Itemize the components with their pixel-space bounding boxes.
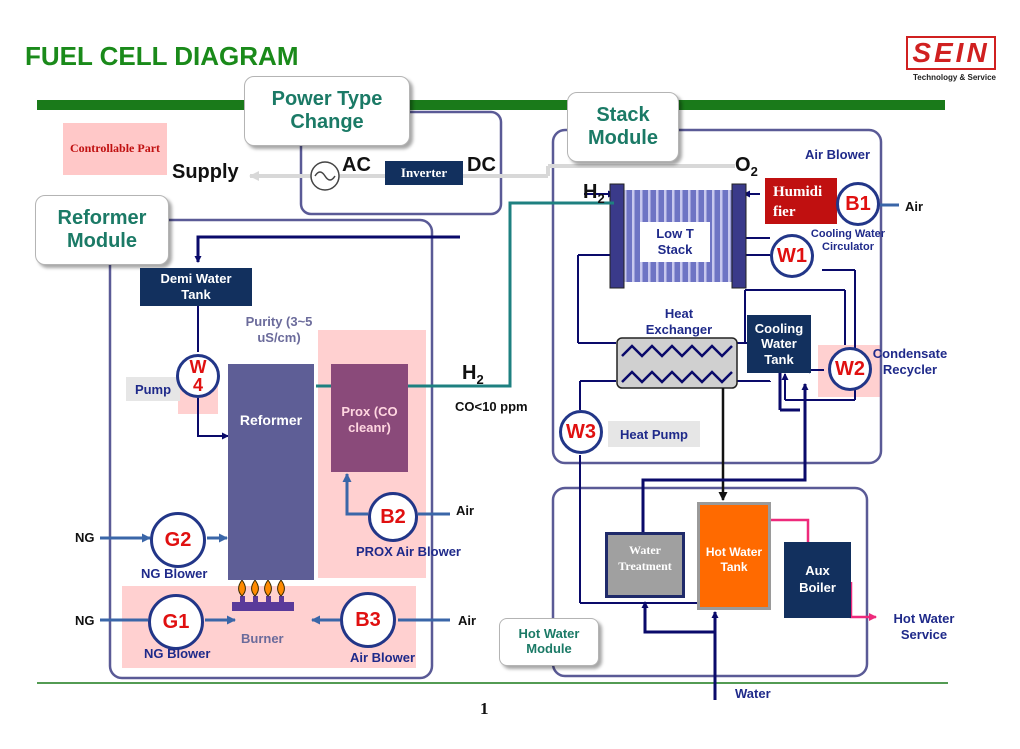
controllable-part-label: Controllable Part: [69, 141, 161, 156]
prox-air-blower-label: PROX Air Blower: [356, 544, 461, 559]
cooling-water-tank-label: Cooling Water Tank: [754, 320, 804, 367]
ng-blower-g1-label: NG Blower: [144, 646, 211, 661]
cooling-water-tank: Cooling Water Tank: [747, 315, 811, 373]
purity-label: Purity (3~5 uS/cm): [245, 314, 313, 346]
inverter-label: Inverter: [400, 165, 448, 180]
prox-unit: Prox (CO cleanr): [331, 364, 408, 472]
supply-label: Supply: [172, 161, 239, 183]
stack-module-frame: [551, 128, 883, 465]
heat-pump-label-box: Heat Pump: [608, 421, 700, 447]
stack-module-label: Stack Module: [567, 92, 679, 162]
air-blower-stack-label: Air Blower: [805, 147, 871, 162]
humidifier-box: Humidi fier: [765, 178, 837, 224]
burner-icon: [232, 579, 294, 611]
b3-blower: B3: [340, 592, 396, 648]
ng-g1-label: NG: [75, 613, 95, 628]
inverter-box: Inverter: [385, 161, 463, 185]
w2-recycler: W2: [828, 347, 872, 391]
demi-water-tank: Demi Water Tank: [140, 268, 252, 306]
header-bar: [37, 100, 945, 110]
ng-blower-g2-label: NG Blower: [141, 566, 208, 581]
air-blower-b3-label: Air Blower: [350, 650, 416, 665]
logo-mark: SEIN: [912, 37, 990, 68]
page-number: 1: [480, 699, 489, 718]
g2-blower: G2: [150, 512, 206, 568]
hot-water-service-label: Hot Water Service: [893, 611, 955, 643]
controllable-part-legend: Controllable Part: [63, 123, 167, 175]
logo: SEIN: [906, 36, 996, 70]
air-b3-label: Air: [458, 613, 477, 628]
hot-water-tank-label: Hot Water Tank: [705, 545, 763, 574]
o2-label: O2: [735, 154, 758, 179]
water-treatment-unit: Water Treatment: [605, 532, 685, 598]
air-b1-label: Air: [905, 199, 924, 214]
pump-label-box: Pump: [126, 377, 180, 401]
aux-boiler: Aux Boiler: [784, 542, 851, 618]
b1-blower: B1: [836, 182, 880, 226]
h2-stack-label: H2: [583, 181, 605, 206]
heat-exchanger-coil-icon: [621, 344, 733, 358]
ng-g2-label: NG: [75, 530, 95, 545]
h2-reformer-label: H2: [462, 362, 484, 387]
logo-tagline: Technology & Service: [913, 73, 996, 82]
dc-label: DC: [467, 154, 496, 176]
g1-blower: G1: [148, 594, 204, 650]
burner-label: Burner: [241, 631, 284, 646]
cooling-water-circulator-label: Cooling Water Circulator: [810, 228, 886, 254]
ac-label: AC: [342, 154, 371, 176]
hotwater-module-frame: [551, 486, 869, 678]
reformer-unit: Reformer: [228, 364, 314, 580]
w4-pump: W 4: [176, 354, 220, 398]
demi-water-tank-label: Demi Water Tank: [160, 271, 232, 302]
water-label: Water: [735, 686, 771, 701]
power-module-label: Power Type Change: [244, 76, 410, 146]
heat-exchanger-label: Heat Exchanger: [645, 306, 713, 338]
condensate-recycler-label: Condensate Recycler: [872, 346, 948, 377]
hot-water-tank: Hot Water Tank: [697, 502, 771, 610]
aux-boiler-label: Aux Boiler: [799, 563, 836, 595]
w3-heat-pump: W3: [559, 410, 603, 454]
low-t-stack-label-box: Low T Stack: [640, 222, 710, 262]
h2-supply-line: [408, 201, 614, 388]
water-treatment-label: Water Treatment: [618, 543, 672, 573]
reformer-module-label: Reformer Module: [35, 195, 169, 265]
reformer-module-frame: [108, 218, 434, 680]
b2-blower: B2: [368, 492, 418, 542]
w1-pump: W1: [770, 234, 814, 278]
reformer-label: Reformer: [239, 412, 303, 428]
heat-pump-label: Heat Pump: [620, 426, 688, 442]
prox-label: Prox (CO cleanr): [341, 404, 398, 436]
page-title: FUEL CELL DIAGRAM: [25, 41, 299, 71]
pump-label: Pump: [134, 381, 172, 397]
co-ppm-label: CO<10 ppm: [455, 399, 528, 414]
humidifier-label: Humidi fier: [773, 184, 823, 220]
air-b2-label: Air: [456, 503, 475, 518]
hotwater-module-label: Hot Water Module: [499, 618, 599, 666]
